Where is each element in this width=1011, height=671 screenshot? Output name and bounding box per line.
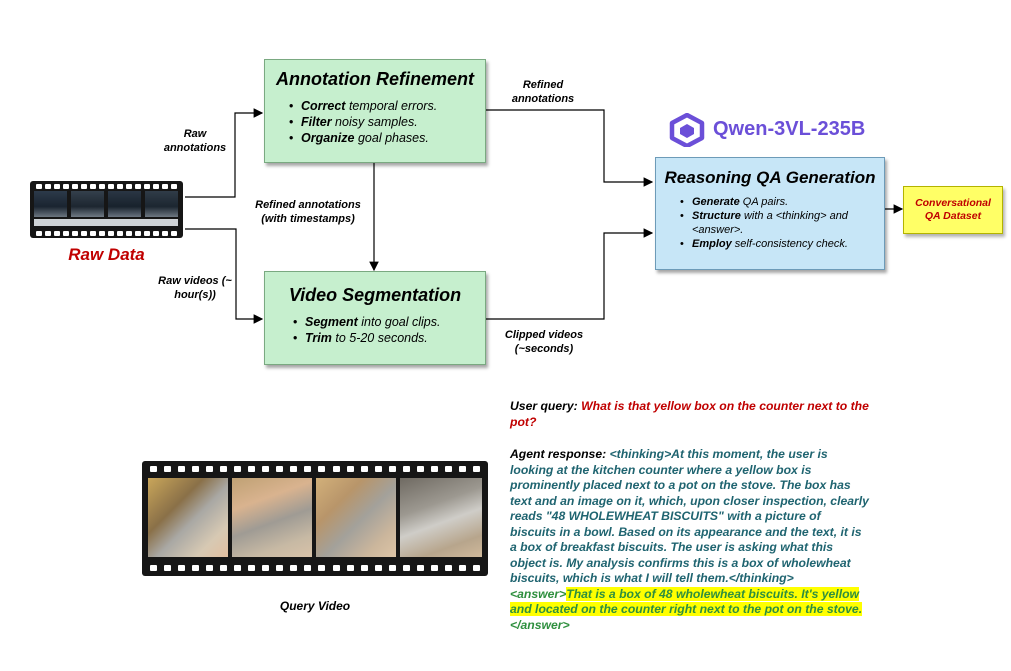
- clipped-videos-arrow: [484, 228, 654, 320]
- raw-data-label: Raw Data: [68, 245, 145, 264]
- answer-close-tag: </answer>: [510, 617, 570, 632]
- output-dataset-label: Conversational QA Dataset: [915, 197, 991, 222]
- reasoning-qa-title: Reasoning QA Generation: [664, 168, 876, 187]
- bullet-segment: Segment into goal clips.: [293, 314, 485, 330]
- raw-frame-4: [145, 191, 178, 217]
- refined-annotations-arrow: [484, 109, 654, 187]
- bullet-employ: Employ self-consistency check.: [680, 237, 874, 251]
- user-query-label: User query:: [510, 399, 578, 413]
- raw-annotations-label: Raw annotations: [163, 128, 227, 154]
- bullet-filter: Filter noisy samples.: [289, 114, 485, 130]
- bullet-trim: Trim to 5-20 seconds.: [293, 330, 485, 346]
- raw-videos-label: Raw videos (~ hour(s)): [158, 275, 232, 301]
- agent-response-block: Agent response: <thinking>At this moment…: [510, 447, 870, 633]
- qwen-logo-icon: [669, 113, 705, 147]
- video-segmentation-title: Video Segmentation: [288, 285, 462, 305]
- model-name: Qwen-3VL-235B: [713, 118, 866, 140]
- query-video-caption: Query Video: [279, 599, 351, 613]
- refined-annotations-label: Refined annotations: [511, 79, 575, 105]
- raw-frame-2: [71, 191, 104, 217]
- query-frame-1: [148, 478, 228, 557]
- clipped-videos-label: Clipped videos (~seconds): [504, 329, 584, 355]
- raw-frame-3: [108, 191, 141, 217]
- annotation-refinement-box: Annotation Refinement Correct temporal e…: [264, 59, 486, 163]
- refined-timestamps-label: Refined annotations (with timestamps): [255, 199, 361, 225]
- reasoning-qa-box: Reasoning QA Generation Generate QA pair…: [655, 157, 885, 270]
- query-frame-4: [400, 478, 482, 557]
- query-frame-2: [232, 478, 312, 557]
- annotation-refinement-title: Annotation Refinement: [276, 69, 474, 89]
- query-video-filmstrip: [142, 461, 488, 576]
- raw-frame-1: [34, 191, 67, 217]
- answer-open-tag: <answer>: [510, 586, 567, 601]
- user-query-block: User query: What is that yellow box on t…: [510, 399, 870, 430]
- bullet-structure: Structure with a <thinking> and <answer>…: [680, 209, 874, 237]
- query-frame-3: [316, 478, 396, 557]
- agent-response-label: Agent response:: [510, 447, 607, 461]
- video-segmentation-box: Video Segmentation Segment into goal cli…: [264, 271, 486, 365]
- output-dataset-box: Conversational QA Dataset: [903, 186, 1003, 234]
- agent-thinking-text: <thinking>At this moment, the user is lo…: [510, 447, 869, 585]
- bullet-correct: Correct temporal errors.: [289, 98, 485, 114]
- bullet-generate: Generate QA pairs.: [680, 195, 874, 209]
- raw-annotations-arrow: [185, 108, 264, 198]
- raw-data-filmstrip: [30, 181, 183, 238]
- user-query-text: What is that yellow box on the counter n…: [510, 399, 869, 429]
- agent-answer-text: That is a box of 48 wholewheat biscuits.…: [510, 586, 863, 616]
- bullet-organize: Organize goal phases.: [289, 130, 485, 146]
- raw-videos-arrow: [185, 228, 264, 324]
